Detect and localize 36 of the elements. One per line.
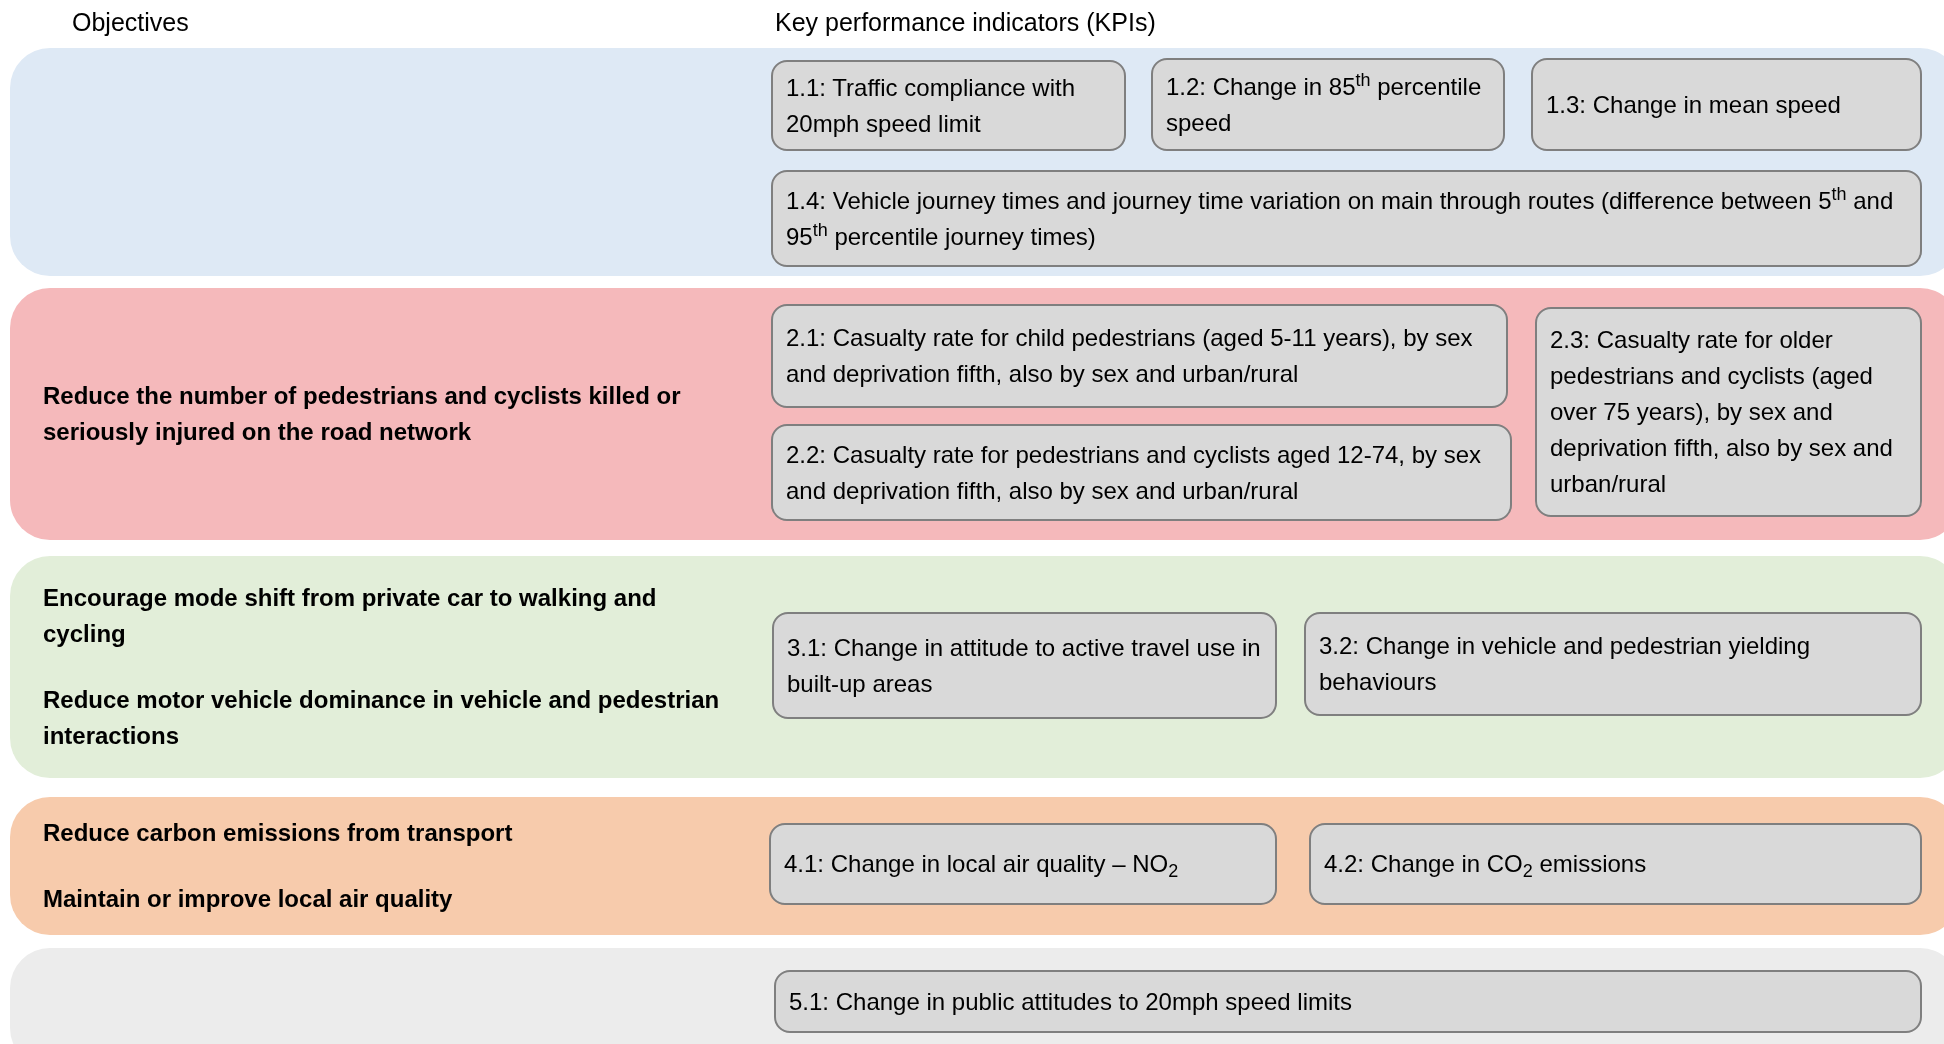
kpi-text: 2.3: Casualty rate for older pedestrians and cyclists (aged over 75 years), by sex and deprivation fifth, also by sex and urban/rural [1550, 325, 1894, 499]
kpi-box [771, 304, 1508, 408]
kpi-text: 1.3: Change in mean speed [1546, 89, 1841, 120]
objective-band [10, 948, 1944, 1044]
column-heading: Objectives [72, 7, 189, 38]
kpi-box [769, 823, 1277, 905]
kpi-text: 4.2: Change in CO$_{2}$ emissions [1324, 849, 1647, 882]
kpi-text: 2.1: Casualty rate for child pedestrians (aged 5-11 years), by sex and deprivation fifth, also by sex and urban/rural [786, 323, 1474, 389]
kpi-text: 2.2: Casualty rate for pedestrians and cyclists aged 12-74, by sex and deprivation fifth, also by sex and urban/rural [786, 439, 1483, 506]
objective-band [10, 556, 1944, 778]
kpi-text: 1.1: Traffic compliance with 20mph speed limit [786, 72, 1077, 139]
objective-band [10, 288, 1944, 540]
kpi-box [1304, 612, 1922, 716]
kpi-text: 4.1: Change in local air quality – NO$_{2}$ [784, 849, 1179, 882]
kpi-text: 1.2: Change in 85$^{th}$ percentile speed [1166, 68, 1483, 138]
objective-text: Reduce the number of pedestrians and cyclists killed or seriously injured on the road network [43, 381, 682, 447]
objective-text: Reduce carbon emissions from transport [43, 818, 514, 848]
kpi-box [1531, 58, 1922, 151]
objective-text: Encourage mode shift from private car to walking and cycling [43, 583, 658, 649]
objective-text: Reduce motor vehicle dominance in vehicle and pedestrian interactions [43, 685, 721, 751]
kpi-text: 3.2: Change in vehicle and pedestrian yielding behaviours [1319, 631, 1811, 697]
kpi-text: 1.4: Vehicle journey times and journey time variation on main through routes (difference between 5$^{th}$ and 95$^{th}$ percentile journey times) [786, 182, 1895, 252]
kpi-text: 3.1: Change in attitude to active travel use in built-up areas [787, 632, 1262, 699]
objective-text: Maintain or improve local air quality [43, 884, 454, 914]
objective-band [10, 48, 1944, 276]
column-heading: Key performance indicators (KPIs) [775, 7, 1156, 38]
kpi-box [771, 424, 1512, 521]
kpi-box [771, 170, 1922, 267]
kpi-box [774, 970, 1922, 1033]
kpi-box [772, 612, 1277, 719]
kpi-box [1309, 823, 1922, 905]
kpi-box [1151, 58, 1505, 151]
objective-band [10, 797, 1944, 935]
kpi-box [1535, 307, 1922, 517]
kpi-text: 5.1: Change in public attitudes to 20mph speed limits [789, 986, 1352, 1017]
kpi-box [771, 60, 1126, 151]
